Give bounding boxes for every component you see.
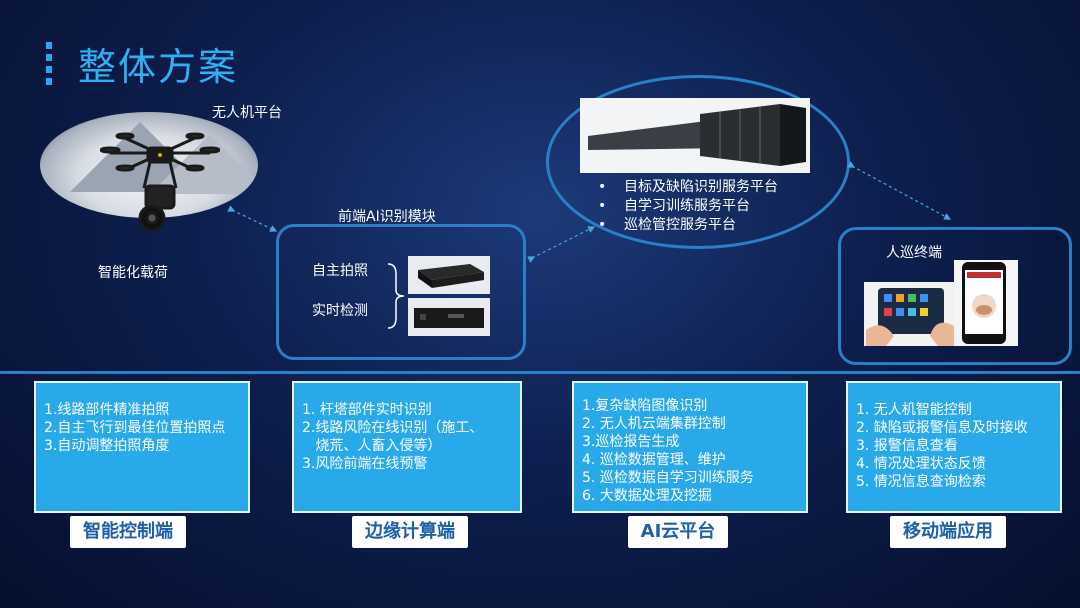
edge-device-image	[408, 256, 490, 336]
drone-platform-label: 无人机平台	[212, 105, 282, 121]
front-ai-item: 实时检测	[312, 303, 368, 319]
feature-box-cloud: 1.复杂缺陷图像识别 2. 无人机云端集群控制 3.巡检报告生成 4. 巡检数据…	[572, 381, 808, 513]
terminal-title: 人巡终端	[886, 245, 942, 261]
list-item: •目标及缺陷识别服务平台	[598, 179, 778, 195]
front-ai-item: 自主拍照	[312, 263, 368, 279]
feature-box-edge: 1. 杆塔部件实时识别 2.线路风险在线识别（施工、 烧荒、人畜入侵等） 3.风…	[292, 381, 522, 513]
feature-box-mobile: 1. 无人机智能控制 2. 缺陷或报警信息及时接收 3. 报警信息查看 4. 情…	[846, 381, 1062, 513]
terminal-module	[838, 227, 1072, 365]
payload-label: 智能化载荷	[98, 265, 168, 281]
front-ai-module	[276, 224, 526, 360]
list-item: •巡检管控服务平台	[598, 217, 736, 233]
cloud-service-list: •目标及缺陷识别服务平台 •自学习训练服务平台 •巡检管控服务平台	[598, 178, 778, 235]
mobile-devices-image	[864, 260, 1018, 346]
title-decoration	[46, 42, 54, 92]
list-item: •自学习训练服务平台	[598, 198, 750, 214]
page-title: 整体方案	[78, 45, 239, 89]
tag-cloud: AI云平台	[628, 516, 728, 548]
bracket-icon	[387, 263, 405, 329]
connection-arrows	[227, 161, 952, 263]
tag-edge: 边缘计算端	[352, 516, 468, 548]
feature-box-control: 1.线路部件精准拍照 2.自主飞行到最佳位置拍照点 3.自动调整拍照角度	[34, 381, 250, 513]
tag-control: 智能控制端	[70, 516, 186, 548]
front-ai-title: 前端AI识别模块	[338, 209, 436, 225]
section-divider	[0, 371, 1080, 374]
server-rack-image	[580, 98, 810, 173]
tag-mobile: 移动端应用	[890, 516, 1006, 548]
drone-image	[100, 132, 220, 232]
